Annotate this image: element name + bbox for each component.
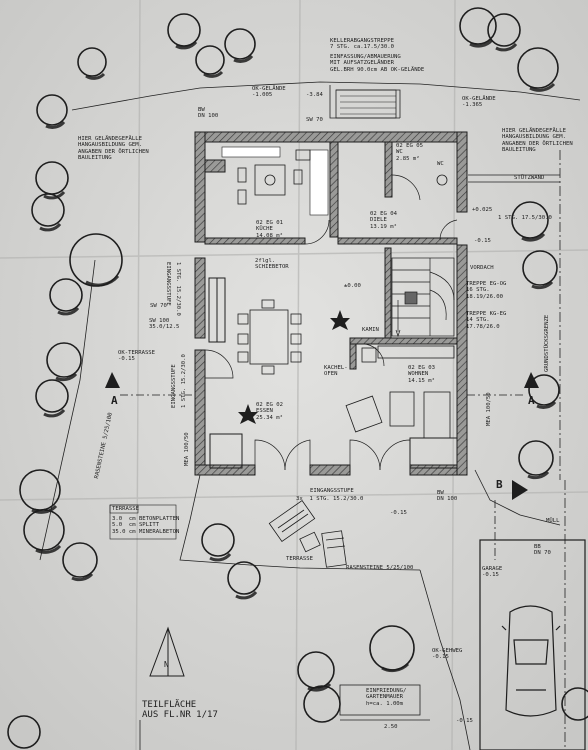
wc-code-label: WC [437,161,444,167]
wc-room-label: 02 EG 05 WC 2.85 m² [396,143,423,162]
north-arrow-icon [149,626,185,677]
tree-shadows [31,38,557,692]
garden-wall-label: EINFRIEDUNG/ GARTENMAUER h=ca. 1.00m [366,688,407,707]
terrace-label: TERRASSE [286,556,313,562]
slope-note-left: HIER GELÄNDEGEFÄLLE HANGAUSBILDUNG GEM. … [78,136,149,162]
retaining-wall-label: STÜTZWAND [514,175,545,181]
sliding-door-label: 2flgl. SCHIEBETOR [255,258,289,271]
property-line-label: GRUNDSTÜCKSGRENZE [544,314,550,372]
stair-eg-og-label: TREPPE EG-OG 16 STG. 18.19/26.00 [466,281,507,300]
terrace-loungers [268,499,347,568]
walkway-level-label: OK-GEHWEG -0.15 [432,648,463,661]
level-value-a: -0.15 [474,238,491,244]
partial-area-label: TEILFLÄCHE AUS FL.NR 1/17 [142,700,218,720]
living-room-label: 02 EG 03 WOHNEN 14.15 m² [408,365,435,384]
terrace-legend-title: TERRASSE [112,506,139,512]
kitchen-label: 02 EG 01 KÜCHE 14.08 m² [256,220,283,239]
sw-top-label: SW 70 [306,117,323,123]
floor-level-label: ±0.00 [344,283,361,289]
entry-step-label: 1 STG. 17.5/30.0 [498,215,552,221]
cellar-stair [340,95,396,115]
ground-level-top: OK-GELÄNDE -1.005 [252,86,286,99]
car-icon [501,605,561,717]
dimension-label: 2.50 [384,724,398,730]
railing-label: EINFASSUNG/ABMAUERUNG MIT AUFSATZGELÄNDE… [330,54,425,73]
cellar-stair-label: KELLERABGANGSTREPPE 7 STG. ca.17.5/30.0 [330,38,394,51]
terrace-legend-spec: 3.0 cm BETONPLATTEN 5.0 cm SPLITT 35.0 c… [112,516,180,535]
waste-label: MÜLL [546,518,560,524]
house-walls [194,131,468,476]
canopy-label: VORDACH [470,265,494,271]
tree-icon [7,7,588,749]
section-a-left: A [111,394,118,407]
tiled-stove-label: KACHEL- OFEN [324,365,348,378]
garage-label: GARAGE -0.15 [482,566,503,579]
furniture [237,149,455,439]
hall-label: 02 EG 04 DIELE 13.19 m² [370,211,397,230]
sw-left-label: SW 70 [150,303,167,309]
bw-top-label: BW DN 100 [198,107,219,120]
level-entry: +0.025 [472,207,493,213]
fireplace-label: KAMIN [362,327,379,333]
garage [479,539,586,750]
entry-step-top-label: EINGANGSSTUFE [165,262,171,306]
level-value-c: -0.15 [456,718,473,724]
entry-step-left-spec: 1 STG. 15.2/30.0 [181,354,187,408]
entry-step-bottom-spec: 3x 1 STG. 15.2/30.0 [296,496,364,502]
level-value-b: -0.15 [390,510,407,516]
sw-100-label: SW 100 35.0/12.5 [149,318,180,331]
mea-left-label: MEA 100/50 [184,432,190,466]
mea-right-label: MEA 100/50 [486,392,492,426]
slope-note-right: HIER GELÄNDEGEFÄLLE HANGAUSBILDUNG GEM. … [502,128,573,154]
terrace-legend-box [109,504,177,540]
dining-room-label: 02 EG 02 ESSEN 25.34 m² [256,402,283,421]
stair-icon [391,257,455,338]
stair-kg-eg-label: TREPPE KG-EG 14 STG. 17.78/26.0 [466,311,507,330]
lawn-stones-bottom-label: RASENSTEINE 5/25/100 [346,565,414,571]
section-b: B [496,478,503,491]
terrace-level-label: OK-TERRASSE -0.15 [118,350,156,363]
section-a-right: A [528,394,535,407]
door-swings [204,174,458,471]
entry-step-top-spec: 1 STG. 15.2/30.0 [175,262,181,316]
ground-level-right: OK-GELÄNDE -1.365 [462,96,496,109]
bw-bottom-label: BW DN 100 [437,490,458,503]
section-marker-icon [105,372,539,560]
entry-step-left-label: EINGANGSSTUFE [171,364,177,408]
bb-label: BB DN 70 [534,544,551,557]
plant-icon [238,310,350,424]
north-label: N [164,660,169,669]
entry-step-bottom-label: EINGANGSSTUFE [310,488,354,494]
level-value: -3.84 [306,92,323,98]
